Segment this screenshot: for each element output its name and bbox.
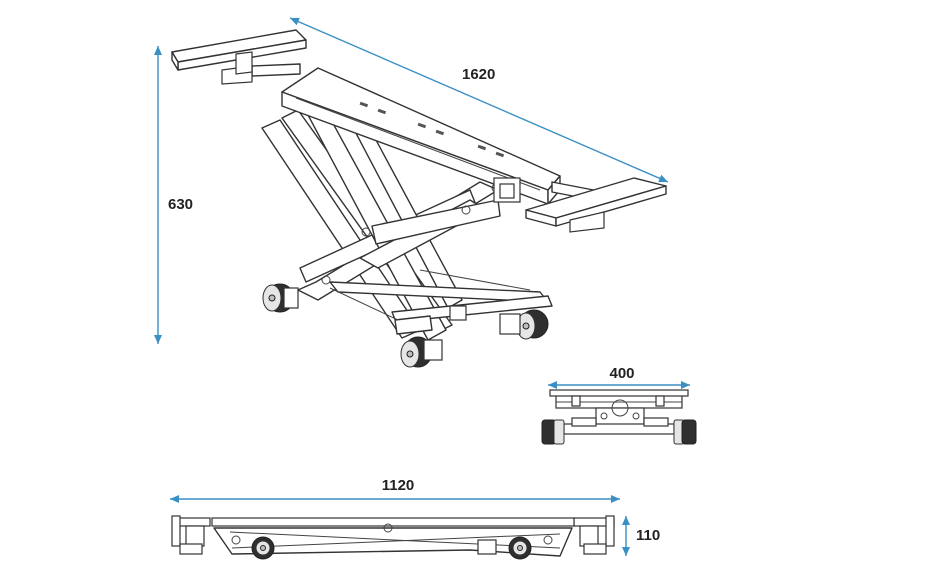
dimension-label-closed-length: 1120 [382,477,415,494]
isometric-view [171,29,667,368]
right-lifting-pad [525,177,667,233]
side-view-wheel-left [251,536,275,560]
dimension-line-length: 1620 [289,17,669,183]
front-view-wheel-right [673,419,697,445]
dimension-label-closed-height: 110 [636,527,660,544]
wheel-front-left [400,336,443,368]
dimension-label-height: 630 [168,196,193,213]
dimension-line-width: 400 [548,365,690,389]
dimension-line-height: 630 [154,46,193,344]
front-view-wheel-left [541,419,565,445]
dimension-line-closed-length: 1120 [170,477,620,503]
base-frame [321,183,553,335]
wheel-rear-left [262,283,299,313]
side-view-wheel-right [508,536,532,560]
front-view [541,389,697,445]
dimension-line-closed-height: 110 [622,516,660,556]
dimension-label-width: 400 [609,365,634,382]
left-lifting-pad [171,29,307,85]
dimension-label-length: 1620 [462,66,495,83]
side-view-closed [171,515,615,560]
wheel-front-right [499,309,549,340]
